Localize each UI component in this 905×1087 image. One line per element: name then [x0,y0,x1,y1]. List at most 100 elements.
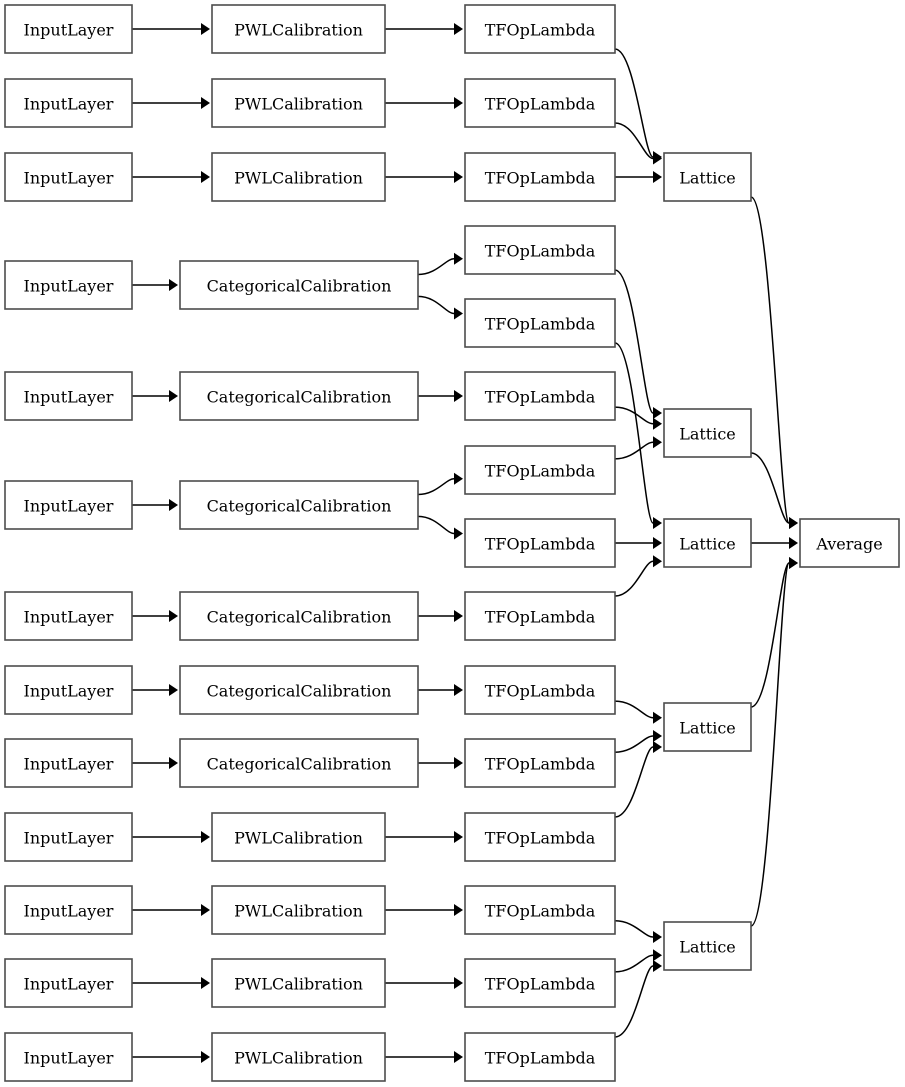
node-in10-input-layer[interactable]: InputLayer [4,812,133,862]
node-cal4-categorical-calibration[interactable]: CategoricalCalibration [179,260,419,310]
node-in11-input-layer[interactable]: InputLayer [4,885,133,935]
node-box[interactable] [4,812,133,862]
node-lat4-lattice[interactable]: Lattice [663,702,752,752]
node-cal5-categorical-calibration[interactable]: CategoricalCalibration [179,371,419,421]
node-tf10-tfop-lambda[interactable]: TFOpLambda [464,665,616,715]
node-in12-input-layer[interactable]: InputLayer [4,958,133,1008]
node-in6-input-layer[interactable]: InputLayer [4,480,133,530]
node-box[interactable] [4,78,133,128]
node-box[interactable] [4,1032,133,1082]
node-box[interactable] [179,738,419,788]
node-tf2-tfop-lambda[interactable]: TFOpLambda [464,78,616,128]
node-tf3-tfop-lambda[interactable]: TFOpLambda [464,152,616,202]
node-box[interactable] [464,591,616,641]
node-box[interactable] [464,812,616,862]
node-in5-input-layer[interactable]: InputLayer [4,371,133,421]
node-cal3-pwlcalibration[interactable]: PWLCalibration [211,152,386,202]
node-box[interactable] [179,371,419,421]
node-tf11-tfop-lambda[interactable]: TFOpLambda [464,738,616,788]
node-box[interactable] [4,480,133,530]
node-box[interactable] [4,958,133,1008]
node-lat3-lattice[interactable]: Lattice [663,518,752,568]
node-cal13-pwlcalibration[interactable]: PWLCalibration [211,1032,386,1082]
node-in4-input-layer[interactable]: InputLayer [4,260,133,310]
node-box[interactable] [4,738,133,788]
node-box[interactable] [4,260,133,310]
node-in2-input-layer[interactable]: InputLayer [4,78,133,128]
node-box[interactable] [179,665,419,715]
node-box[interactable] [211,1032,386,1082]
node-box[interactable] [464,298,616,348]
node-cal8-categorical-calibration[interactable]: CategoricalCalibration [179,665,419,715]
node-tf15-tfop-lambda[interactable]: TFOpLambda [464,1032,616,1082]
node-box[interactable] [211,812,386,862]
node-cal2-pwlcalibration[interactable]: PWLCalibration [211,78,386,128]
node-box[interactable] [799,518,900,568]
node-cal7-categorical-calibration[interactable]: CategoricalCalibration [179,591,419,641]
node-box[interactable] [179,480,419,530]
node-cal10-pwlcalibration[interactable]: PWLCalibration [211,812,386,862]
arrowhead-icon [653,741,662,753]
node-box[interactable] [464,152,616,202]
node-box[interactable] [464,445,616,495]
arrowhead-icon [653,517,662,529]
node-box[interactable] [4,885,133,935]
node-tf6-tfop-lambda[interactable]: TFOpLambda [464,371,616,421]
node-tf4-tfop-lambda[interactable]: TFOpLambda [464,225,616,275]
node-box[interactable] [4,152,133,202]
node-tf9-tfop-lambda[interactable]: TFOpLambda [464,591,616,641]
node-box[interactable] [464,518,616,568]
edge-layer [131,23,798,1063]
node-box[interactable] [179,260,419,310]
node-in8-input-layer[interactable]: InputLayer [4,665,133,715]
node-box[interactable] [464,665,616,715]
node-box[interactable] [4,665,133,715]
node-box[interactable] [663,152,752,202]
node-cal9-categorical-calibration[interactable]: CategoricalCalibration [179,738,419,788]
node-box[interactable] [211,4,386,54]
node-box[interactable] [179,591,419,641]
node-box[interactable] [211,958,386,1008]
node-in1-input-layer[interactable]: InputLayer [4,4,133,54]
node-box[interactable] [4,4,133,54]
node-lat5-lattice[interactable]: Lattice [663,921,752,971]
node-tf14-tfop-lambda[interactable]: TFOpLambda [464,958,616,1008]
node-box[interactable] [464,1032,616,1082]
node-box[interactable] [464,4,616,54]
node-in9-input-layer[interactable]: InputLayer [4,738,133,788]
node-box[interactable] [211,885,386,935]
node-label: TFOpLambda [485,462,596,481]
node-box[interactable] [464,885,616,935]
node-box[interactable] [464,738,616,788]
node-tf8-tfop-lambda[interactable]: TFOpLambda [464,518,616,568]
edge-categorical-calibration-to-tfop-lambda [417,610,463,622]
node-box[interactable] [663,518,752,568]
node-tf12-tfop-lambda[interactable]: TFOpLambda [464,812,616,862]
node-cal12-pwlcalibration[interactable]: PWLCalibration [211,958,386,1008]
node-tf13-tfop-lambda[interactable]: TFOpLambda [464,885,616,935]
node-box[interactable] [663,921,752,971]
node-lat2-lattice[interactable]: Lattice [663,408,752,458]
node-box[interactable] [464,78,616,128]
node-box[interactable] [211,152,386,202]
node-tf1-tfop-lambda[interactable]: TFOpLambda [464,4,616,54]
node-lat1-lattice[interactable]: Lattice [663,152,752,202]
node-cal6-categorical-calibration[interactable]: CategoricalCalibration [179,480,419,530]
node-box[interactable] [663,408,752,458]
node-tf7-tfop-lambda[interactable]: TFOpLambda [464,445,616,495]
node-cal1-pwlcalibration[interactable]: PWLCalibration [211,4,386,54]
node-box[interactable] [464,225,616,275]
node-cal11-pwlcalibration[interactable]: PWLCalibration [211,885,386,935]
node-box[interactable] [211,78,386,128]
node-box[interactable] [4,591,133,641]
edge-tfop-lambda-to-lattice [614,730,662,753]
node-box[interactable] [4,371,133,421]
node-box[interactable] [464,371,616,421]
node-in3-input-layer[interactable]: InputLayer [4,152,133,202]
node-tf5-tfop-lambda[interactable]: TFOpLambda [464,298,616,348]
node-avg-average[interactable]: Average [799,518,900,568]
node-box[interactable] [663,702,752,752]
node-in13-input-layer[interactable]: InputLayer [4,1032,133,1082]
node-in7-input-layer[interactable]: InputLayer [4,591,133,641]
node-box[interactable] [464,958,616,1008]
